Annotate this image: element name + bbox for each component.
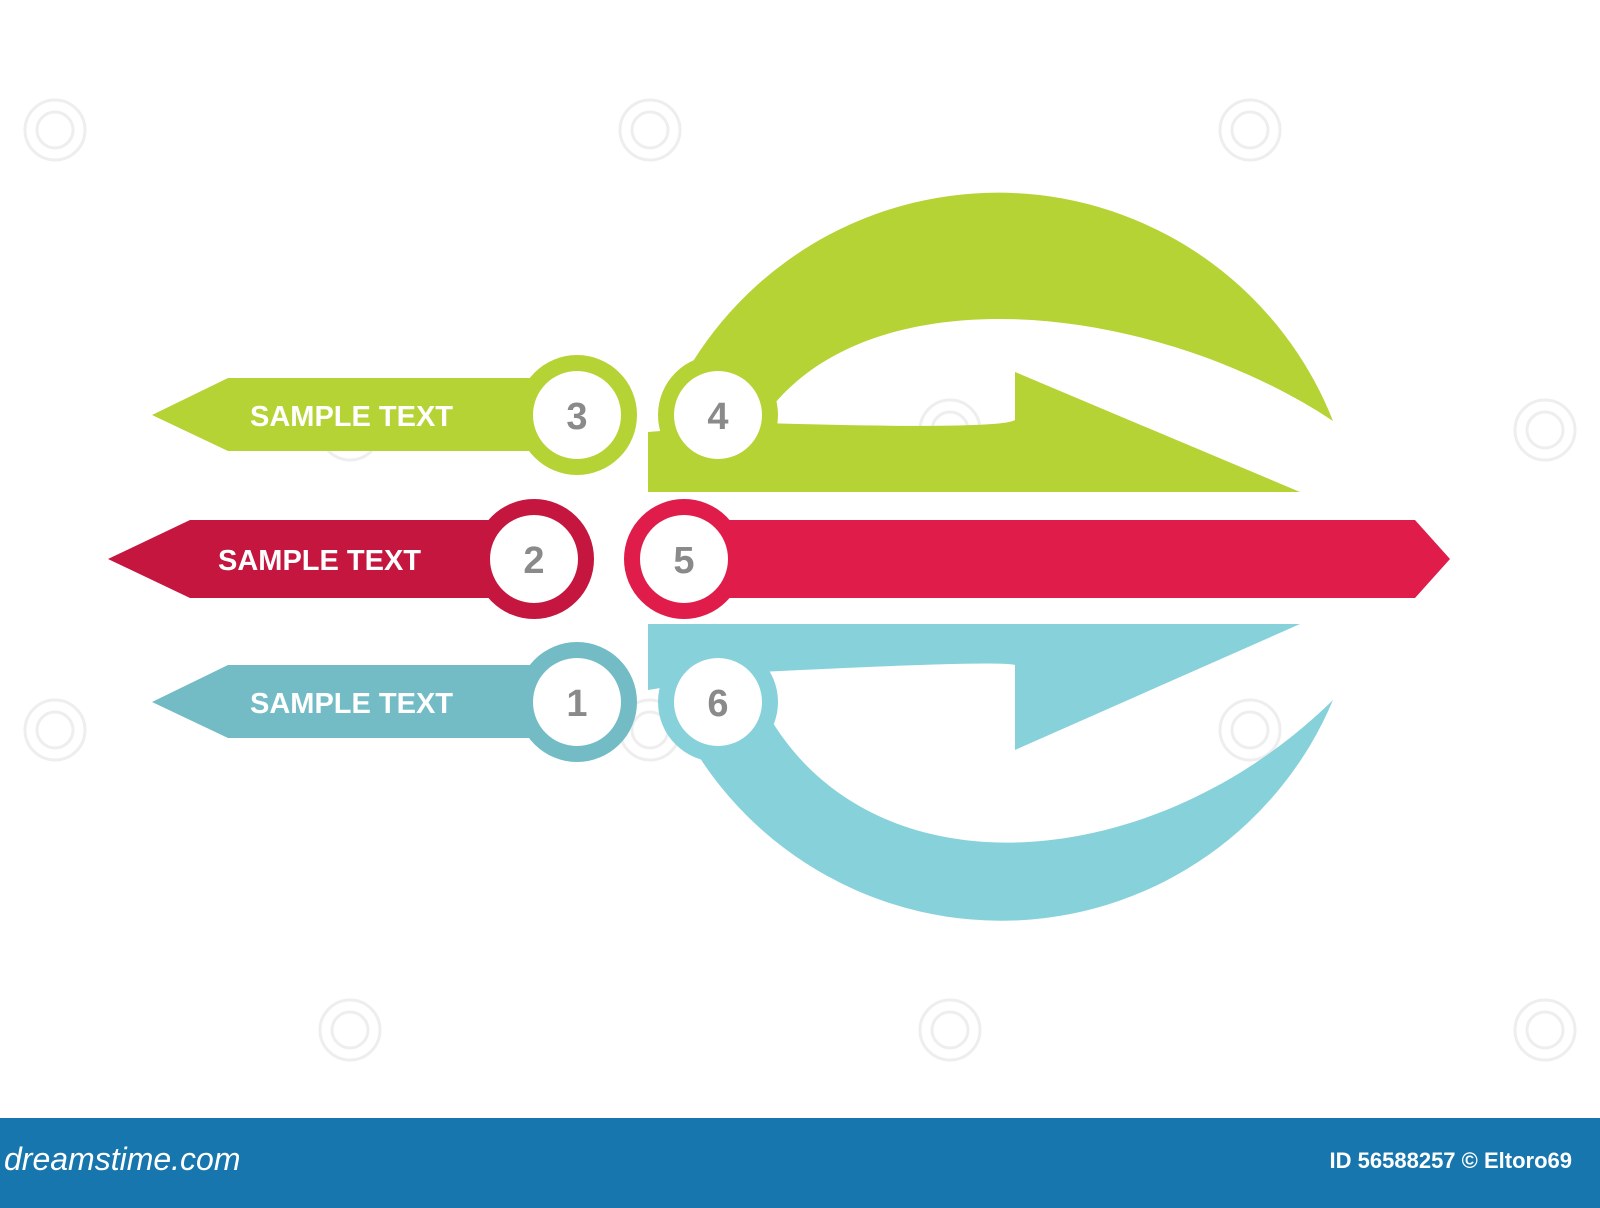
red-right-arrow — [640, 520, 1450, 598]
blue-arc — [686, 700, 1333, 921]
red-left-arrow — [108, 520, 520, 598]
number-5: 5 — [673, 540, 694, 582]
circle-5-fill — [640, 515, 728, 603]
number-2: 2 — [523, 540, 544, 582]
circle-1-fill — [533, 658, 621, 746]
footer-credit: ID 56588257 © Eltoro69 — [1330, 1148, 1572, 1173]
circle-4-fill — [674, 371, 762, 459]
row-label-green: SAMPLE TEXT — [250, 401, 453, 433]
blue-arrowhead — [648, 624, 1300, 750]
green-arc — [686, 192, 1333, 423]
circle-6-fill — [674, 658, 762, 746]
footer-bar: dreamstime.com ID 56588257 © Eltoro69 — [0, 1118, 1600, 1208]
circle-2-fill — [490, 515, 578, 603]
blue-left-arrow — [152, 665, 560, 738]
number-1: 1 — [566, 683, 587, 725]
green-arrowhead — [648, 372, 1300, 492]
number-6: 6 — [707, 683, 728, 725]
circle-3-fill — [533, 371, 621, 459]
green-left-arrow — [152, 378, 560, 451]
row-label-blue: SAMPLE TEXT — [250, 688, 453, 720]
number-4: 4 — [707, 396, 728, 438]
footer-site: dreamstime.com — [4, 1141, 241, 1177]
row-label-red: SAMPLE TEXT — [218, 545, 421, 577]
number-3: 3 — [566, 396, 587, 438]
